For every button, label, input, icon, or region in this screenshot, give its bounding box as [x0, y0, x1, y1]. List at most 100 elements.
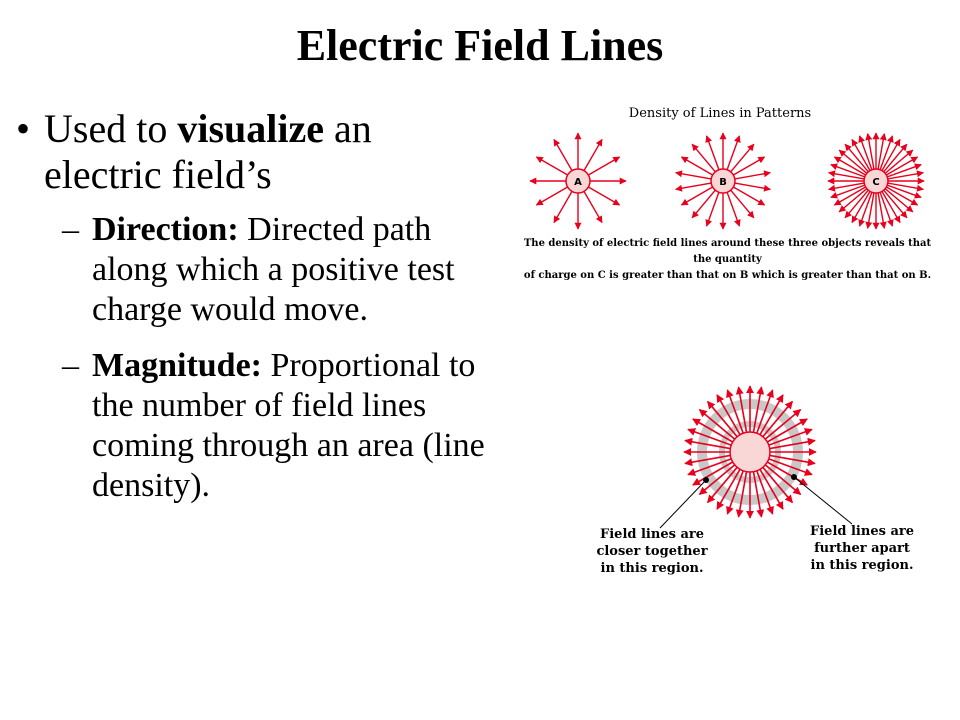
field-line — [583, 191, 603, 224]
charge-circle — [565, 168, 591, 194]
field-line — [706, 466, 738, 504]
field-line — [726, 192, 741, 227]
field-line — [735, 386, 748, 433]
field-line — [734, 182, 771, 192]
dash-marker: – — [62, 211, 79, 248]
charge-c-field: C — [827, 132, 925, 230]
diagram-caption: The density of electric field lines arou… — [520, 236, 935, 284]
field-line — [698, 464, 736, 496]
field-line — [833, 156, 866, 176]
field-line — [726, 135, 741, 170]
charge-circle — [863, 168, 889, 194]
field-line — [759, 468, 784, 510]
main-bullet-text-pre: Used to — [44, 106, 178, 151]
field-line — [535, 186, 568, 206]
field-line — [884, 188, 914, 213]
field-line — [726, 389, 744, 434]
field-line — [844, 189, 869, 219]
field-line — [766, 418, 808, 443]
charge-label: B — [719, 177, 727, 188]
field-line — [756, 470, 774, 515]
callout-closer-line-1: Field lines are — [600, 527, 704, 542]
field-line — [764, 408, 802, 440]
pointer-further — [793, 476, 853, 525]
field-line — [887, 184, 922, 199]
field-line — [730, 189, 755, 219]
field-line — [675, 170, 712, 180]
callout-closer-line-3: in this region. — [600, 561, 704, 576]
charge-circle — [729, 431, 771, 473]
field-line — [769, 437, 816, 450]
field-line — [887, 182, 924, 192]
field-line — [769, 454, 816, 467]
pointer-closer-dot — [703, 477, 709, 483]
field-line — [705, 135, 720, 170]
field-line — [844, 143, 869, 173]
field-line — [680, 156, 713, 176]
field-line — [687, 428, 732, 446]
field-line — [588, 186, 621, 206]
caption-line-2: of charge on C is greater than that on B… — [523, 270, 932, 281]
field-line — [716, 468, 741, 510]
callout-further-line-1: Field lines are — [810, 524, 914, 539]
bullet-list: • Used to visualize an electric field’s … — [16, 106, 486, 506]
charge-circle — [710, 168, 736, 194]
charge-label: A — [574, 177, 582, 188]
field-line — [691, 143, 716, 173]
magnitude-term: Magnitude: — [92, 347, 262, 384]
field-line — [692, 418, 734, 443]
field-line — [756, 389, 774, 434]
field-line — [691, 189, 716, 219]
slide-title: Electric Field Lines — [296, 21, 664, 70]
field-line — [828, 170, 865, 180]
density-comparison-field — [683, 385, 817, 519]
field-line — [553, 191, 573, 224]
magnitude-text: Proportional to the number of field line… — [92, 347, 485, 504]
field-line — [887, 170, 924, 180]
field-line — [762, 400, 794, 438]
direction-term: Direction: — [92, 211, 239, 248]
field-line — [883, 189, 908, 219]
field-line — [705, 192, 720, 227]
field-line — [583, 138, 603, 171]
field-line — [553, 138, 573, 171]
field-line — [692, 461, 734, 486]
field-line — [886, 156, 919, 176]
field-line — [877, 192, 887, 229]
field-line — [730, 143, 755, 173]
field-line — [858, 135, 873, 170]
field-line — [698, 408, 736, 440]
field-line — [865, 133, 875, 170]
field-line — [851, 138, 871, 171]
field-line — [886, 186, 919, 206]
field-line — [752, 471, 765, 518]
field-line — [768, 428, 813, 446]
callout-closer: Field lines are closer together in this … — [590, 526, 714, 577]
direction-text: Directed path along which a positive tes… — [92, 211, 455, 328]
charge-label: C — [872, 177, 879, 188]
field-line — [883, 143, 908, 173]
diagram-title: Density of Lines in Patterns — [628, 106, 812, 121]
main-bullet-text-post: an electric field’s — [44, 106, 372, 197]
bullet-marker: • — [16, 106, 31, 151]
field-line — [733, 186, 766, 206]
field-line — [735, 471, 748, 518]
field-line — [881, 138, 901, 171]
charge-b-field: B — [675, 132, 771, 230]
field-line — [706, 400, 738, 438]
callout-further-line-3: in this region. — [810, 558, 914, 573]
callout-further: Field lines are further apart in this re… — [800, 523, 924, 574]
sub-bullet-direction: – Direction: Directed path along which a… — [16, 210, 486, 330]
field-line — [828, 182, 865, 192]
field-line — [830, 163, 865, 178]
sub-bullet-magnitude: – Magnitude: Proportional to the number … — [16, 346, 486, 506]
field-line — [877, 133, 887, 170]
callout-further-line-2: further apart — [814, 541, 910, 556]
field-line — [734, 170, 771, 180]
charge-a-field: A — [529, 132, 627, 230]
field-line — [675, 182, 712, 192]
field-line — [726, 470, 744, 515]
pointer-further-dot — [791, 474, 797, 480]
caption-line-1: The density of electric field lines arou… — [523, 238, 932, 265]
